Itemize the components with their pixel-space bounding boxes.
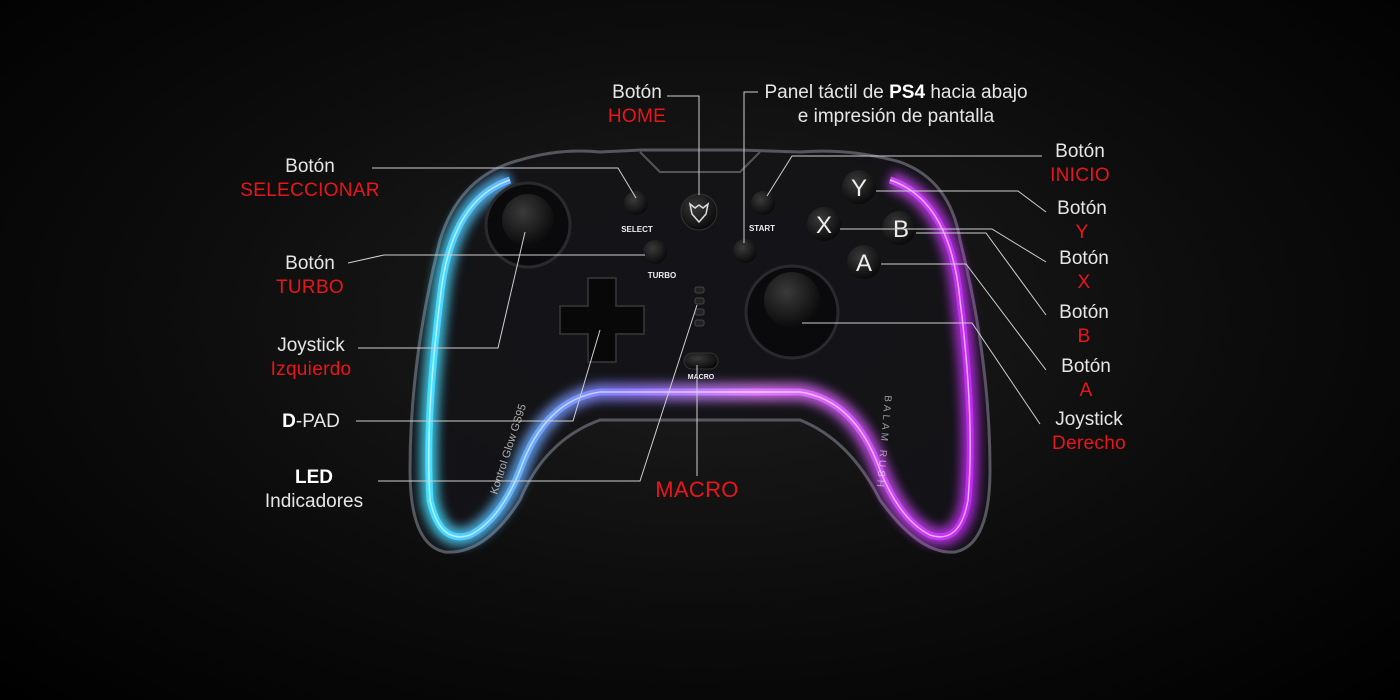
- label-left-stick-name: Izquierdo: [270, 359, 352, 380]
- select-button-label: SELECT: [621, 225, 653, 234]
- label-a-title: Botón: [1061, 356, 1111, 377]
- label-a-name: A: [1079, 380, 1093, 401]
- face-button-y[interactable]: Y: [842, 170, 876, 204]
- leader-lines: [347, 91, 1047, 482]
- label-home-title: Botón: [612, 82, 662, 103]
- label-macro-name: MACRO: [655, 477, 739, 502]
- label-home-name: HOME: [607, 106, 667, 127]
- label-touchpad-ps4: PS4: [889, 82, 926, 103]
- label-led: LED Indicadores: [265, 466, 363, 514]
- start-button-label: START: [749, 224, 775, 233]
- leader-home: [667, 95, 700, 195]
- leader-a: [881, 263, 1047, 371]
- label-start-title: Botón: [1055, 141, 1105, 162]
- label-y-title: Botón: [1057, 198, 1107, 219]
- leader-right-stick: [802, 322, 1041, 425]
- face-button-x[interactable]: X: [807, 207, 841, 241]
- leader-dpad: [356, 329, 601, 422]
- face-x-glyph: X: [816, 212, 832, 239]
- touchpad-screenshot-button[interactable]: [733, 239, 757, 263]
- face-a-glyph: A: [856, 250, 872, 277]
- label-b-title: Botón: [1059, 302, 1109, 323]
- leader-led: [378, 304, 698, 482]
- face-y-glyph: Y: [851, 175, 867, 202]
- label-select-title: Botón: [285, 156, 335, 177]
- face-button-a[interactable]: A: [847, 245, 881, 279]
- label-y-name: Y: [1075, 222, 1089, 243]
- select-button[interactable]: [624, 191, 648, 215]
- label-select-name: SELECCIONAR: [240, 180, 380, 201]
- macro-button-label: MACRO: [688, 374, 715, 381]
- label-turbo-name: TURBO: [276, 277, 344, 298]
- left-joystick[interactable]: [502, 194, 554, 246]
- leader-start: [766, 155, 1042, 197]
- label-x-title: Botón: [1059, 248, 1109, 269]
- leader-touchpad: [743, 91, 758, 243]
- face-button-b[interactable]: B: [882, 211, 916, 245]
- label-start-name: INICIO: [1050, 165, 1110, 186]
- leader-select: [372, 167, 637, 199]
- home-button[interactable]: [680, 193, 718, 231]
- turbo-button-label: TURBO: [648, 271, 676, 280]
- label-dpad-rest: -PAD: [295, 411, 340, 432]
- leader-turbo: [347, 254, 645, 264]
- label-left-stick-title: Joystick: [277, 335, 345, 356]
- leader-x: [840, 228, 1047, 263]
- label-touchpad-pre: Panel táctil de: [764, 82, 890, 103]
- label-touchpad: Panel táctil de PS4 hacia abajo e impresi…: [764, 81, 1027, 129]
- leader-y: [876, 190, 1047, 213]
- label-touchpad-post: hacia abajo: [925, 82, 1028, 103]
- wolf-logo-icon: [688, 202, 710, 224]
- label-right-stick-name: Derecho: [1052, 433, 1126, 454]
- led-indicators: [694, 286, 705, 327]
- label-dpad: D-PAD: [282, 410, 340, 434]
- label-b-name: B: [1077, 326, 1091, 347]
- label-dpad-d: D: [282, 411, 296, 432]
- label-led-title: LED: [294, 467, 333, 488]
- label-right-stick-title: Joystick: [1055, 409, 1123, 430]
- label-turbo-title: Botón: [285, 253, 335, 274]
- start-button[interactable]: [751, 191, 775, 215]
- label-touchpad-line2: e impresión de pantalla: [797, 106, 995, 127]
- label-x-name: X: [1077, 272, 1091, 293]
- turbo-button[interactable]: [643, 240, 667, 264]
- leader-b: [916, 232, 1047, 316]
- macro-button[interactable]: [683, 352, 719, 370]
- label-led-name: Indicadores: [264, 491, 364, 512]
- label-macro: MACRO: [655, 478, 738, 502]
- right-joystick[interactable]: [764, 272, 820, 328]
- dpad[interactable]: [559, 277, 645, 363]
- leader-left-stick: [358, 231, 526, 349]
